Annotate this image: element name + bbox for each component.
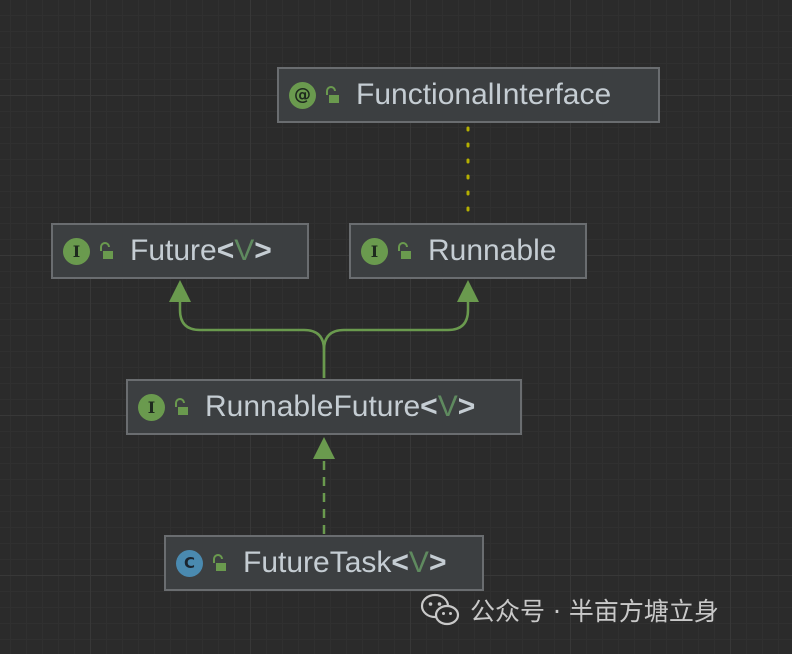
public-access-icon (213, 554, 226, 571)
node-runnable[interactable]: I Runnable (349, 223, 587, 279)
watermark: 公众号 · 半亩方塘立身 (420, 592, 719, 628)
node-future[interactable]: I Future<V> (51, 223, 309, 279)
node-name: FunctionalInterface (356, 78, 612, 111)
close-angle: > (457, 390, 476, 423)
close-angle: > (254, 234, 272, 267)
arrowhead-runnable (457, 280, 479, 302)
close-angle: > (428, 546, 447, 579)
type-parameter: V (437, 390, 458, 423)
annotation-badge-icon: @ (289, 81, 316, 109)
watermark-text: 公众号 · 半亩方塘立身 (470, 597, 719, 626)
open-angle: < (420, 390, 438, 423)
interface-badge-icon: I (361, 237, 388, 265)
public-access-icon (326, 86, 339, 103)
class-badge-icon: C (176, 549, 203, 577)
node-name: Future (130, 234, 217, 267)
node-name: FutureTask (243, 546, 392, 579)
arrowhead-future (169, 280, 191, 302)
node-name: RunnableFuture (205, 390, 421, 423)
inheritance-edge-runnablefuture-runnable (322, 298, 470, 378)
type-parameter: V (234, 234, 255, 267)
inheritance-edge-runnablefuture-future (178, 298, 326, 378)
public-access-icon (175, 398, 188, 415)
interface-badge-icon: I (63, 237, 90, 265)
interface-badge-icon: I (138, 393, 165, 421)
node-functionalinterface[interactable]: @ FunctionalInterface (277, 67, 660, 123)
type-parameter: V (408, 546, 429, 579)
public-access-icon (100, 242, 113, 259)
open-angle: < (391, 546, 409, 579)
wechat-icon (420, 593, 460, 626)
arrowhead-runnablefuture (313, 437, 335, 459)
node-futuretask[interactable]: C FutureTask<V> (164, 535, 484, 591)
public-access-icon (398, 242, 411, 259)
node-name: Runnable (428, 234, 557, 267)
node-runnablefuture[interactable]: I RunnableFuture<V> (126, 379, 522, 435)
open-angle: < (216, 234, 235, 267)
